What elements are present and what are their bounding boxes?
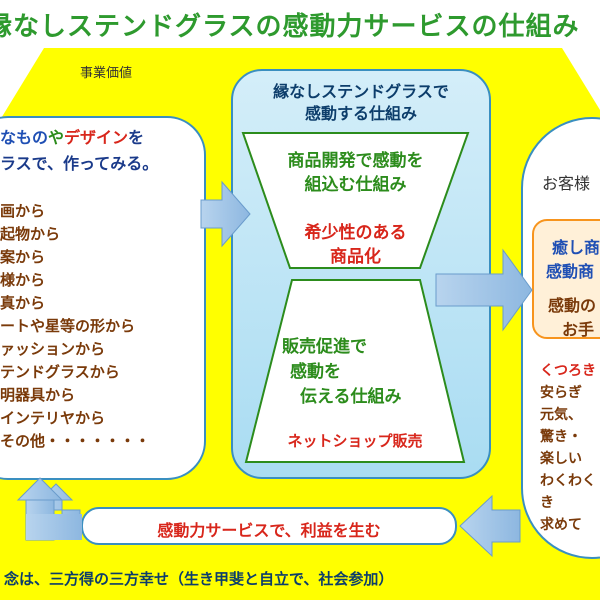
right-item-4: 楽しい [540,451,582,467]
left-panel-bg [0,116,206,480]
page-title: 縁なしステンドグラスの感動力サービスの仕組み [0,2,600,42]
left-line1: なものやデザインを [0,124,144,148]
arrow-center-to-right [435,248,533,332]
left-item-4: 真から [0,294,46,312]
top-funnel-red1: 希少性のある [304,223,407,243]
jigyou-kachi-label: 事業価値 [80,66,133,81]
center-header-line2: 感動する仕組み [304,104,417,123]
right-item-0: くつろき [540,363,596,379]
left-line1-b: や [48,128,65,147]
right-box-line2: 感動商 [546,262,595,281]
page-title-text: 縁なしステンドグラスの感動力サービスの仕組み [0,12,580,42]
top-funnel-line1: 商品開発で感動を [287,151,424,171]
left-line1-d: を [128,128,145,147]
left-item-10: その他・・・・・・・ [0,432,151,450]
right-box-line1: 癒し商 [552,238,600,257]
left-item-3: 様から [0,271,46,289]
left-item-8: 明器具から [0,386,76,404]
left-item-9: インテリヤから [0,409,106,427]
left-line2: ラスで、作ってみる。 [0,154,159,173]
left-item-1: 起物から [0,225,61,243]
top-funnel-line2: 組込む仕組み [304,175,407,195]
top-funnel-red2: 商品化 [330,247,381,267]
bottom-funnel-line3: 伝える仕組み [300,387,402,407]
left-item-6: ァッションから [0,340,106,358]
left-item-5: ートや星等の形から [0,317,136,335]
footer-text: 念は、三方得の三方幸せ（生き甲斐と自立で、社会参加） [4,570,394,588]
right-item-6: き [540,495,554,511]
bottom-funnel-shape [244,279,466,463]
left-line1-c: デザイン [64,128,129,147]
arrow-right-to-bar [459,494,521,558]
right-box-line3: 感動の [548,296,597,315]
right-item-3: 驚き・ [540,429,582,445]
top-funnel-shape [241,132,470,269]
right-item-5: わくわく [540,473,596,489]
right-header: お客様 [542,174,591,193]
bottom-funnel-line2: 感動を [290,362,341,382]
arrow-left-to-center [200,180,251,248]
right-box-line4: お手 [562,320,595,339]
left-item-7: テンドグラスから [0,363,120,381]
right-orange-box [532,219,600,339]
right-item-2: 元気、 [540,407,582,423]
right-item-1: 安らぎ [540,385,582,401]
bottom-bar-text: 感動力サービスで、利益を生む [157,521,381,540]
left-item-2: 案から [0,248,46,266]
left-item-0: 画から [0,202,46,220]
bottom-funnel-red: ネットショップ販売 [287,432,423,450]
center-header-line1: 縁なしステンドグラスで [273,82,449,101]
bottom-funnel-line1: 販売促進で [282,337,367,357]
arrow-bar-to-left-base [26,514,82,540]
left-line1-a: なもの [0,128,49,147]
right-item-7: 求めて [540,517,582,533]
